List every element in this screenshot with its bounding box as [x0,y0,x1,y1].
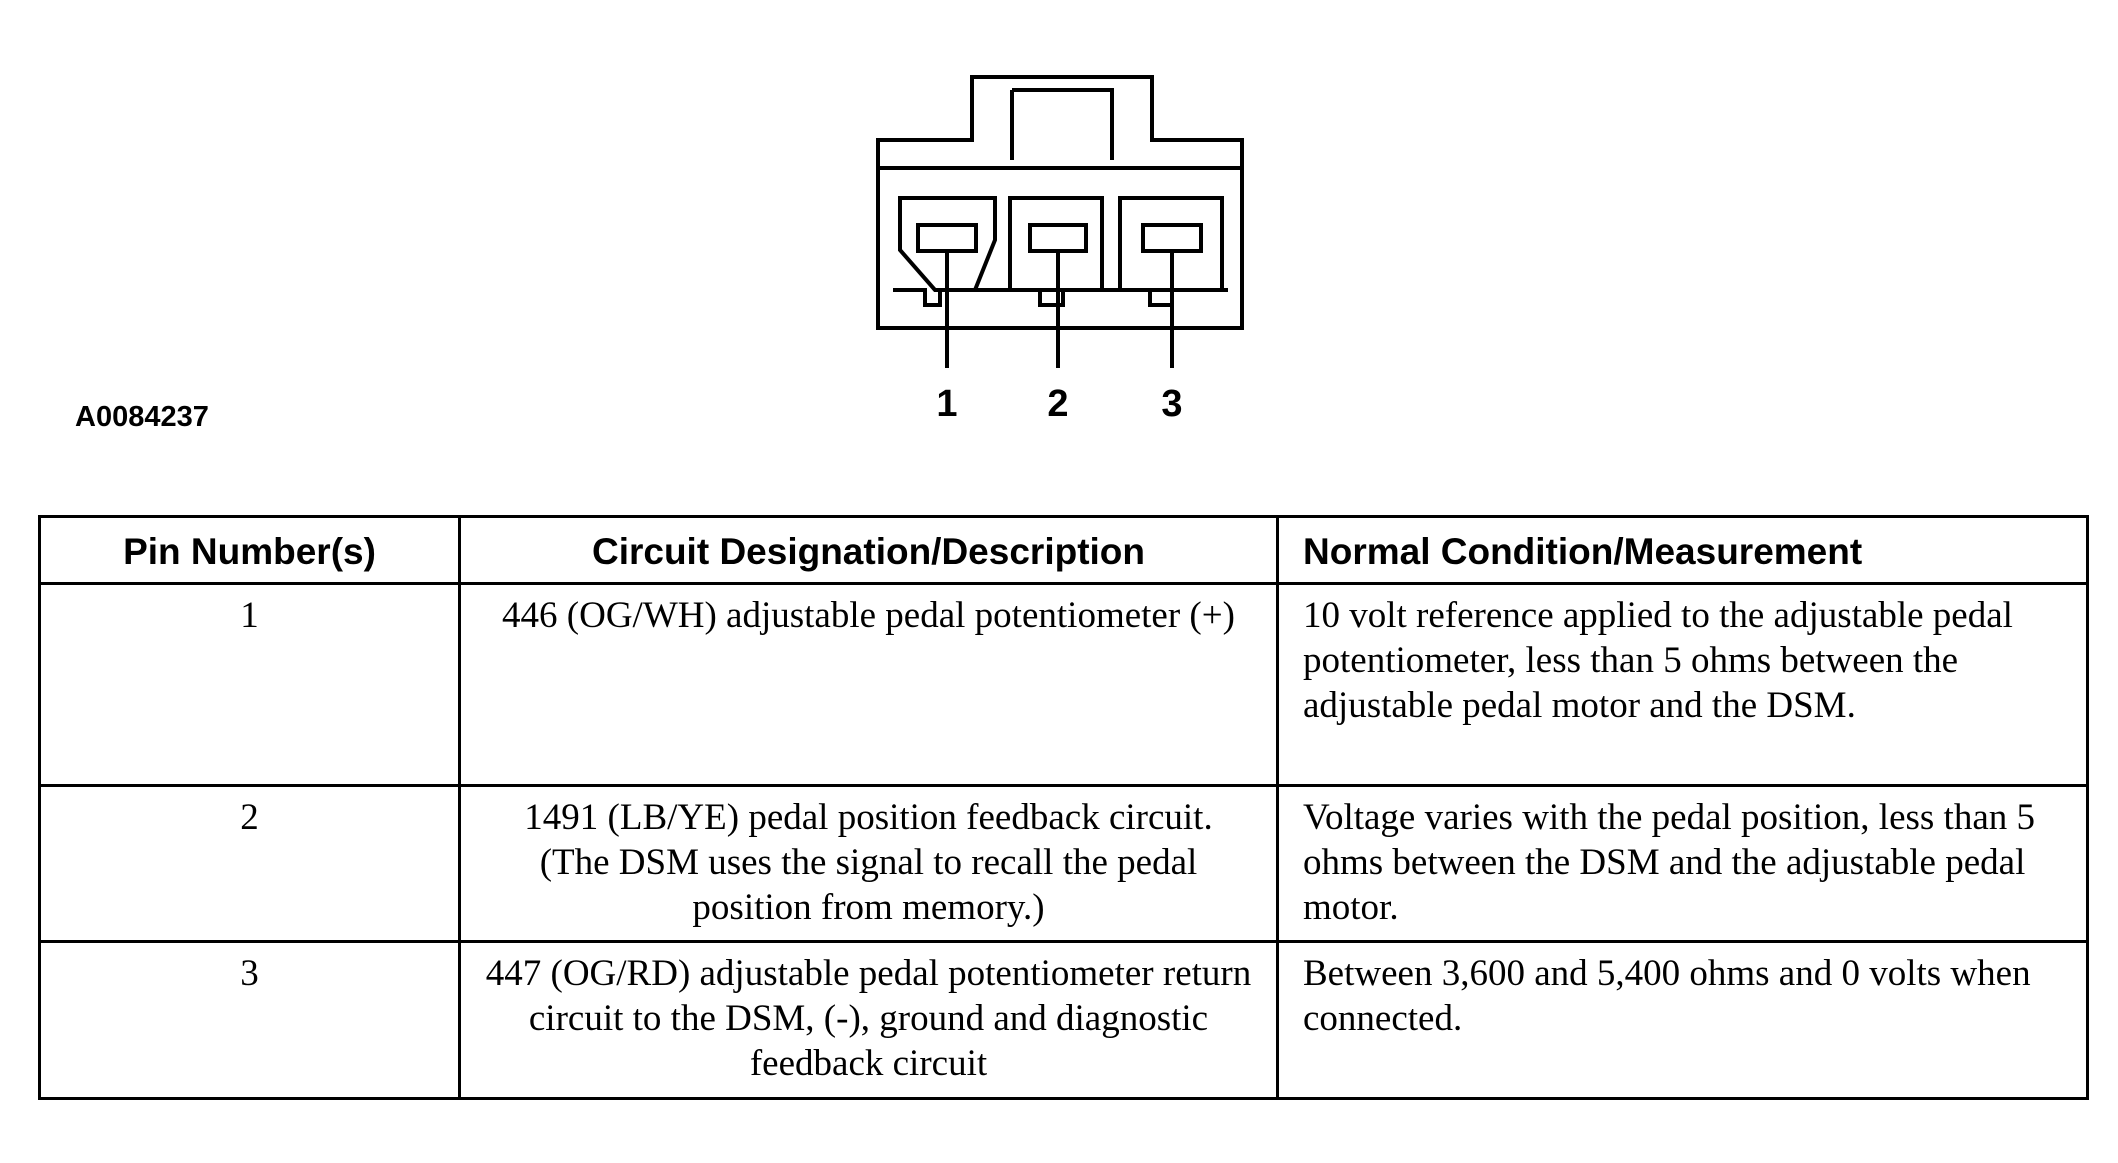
pin-label-2: 2 [1047,383,1069,425]
connector-diagram [876,75,1244,368]
pin-cavity-3 [1118,196,1224,292]
table-row: 2 1491 (LB/YE) pedal position feedback c… [38,784,2089,943]
pin-description-table: Pin Number(s) Circuit Designation/Descri… [38,515,2089,1100]
housing-lower-ledge [893,288,1228,307]
connector-housing-outline [876,75,1244,330]
header-normal-condition: Normal Condition/Measurement [1276,515,2089,585]
cell-pin-number: 3 [38,940,461,1100]
cell-normal-condition: Between 3,600 and 5,400 ohms and 0 volts… [1276,940,2089,1100]
cell-pin-number: 2 [38,784,461,943]
terminal-3-icon [1141,223,1203,253]
terminal-2-icon [1028,223,1088,253]
pin-label-3: 3 [1161,383,1183,425]
table-row: 3 447 (OG/RD) adjustable pedal potentiom… [38,940,2089,1100]
cell-circuit-description: 447 (OG/RD) adjustable pedal potentiomet… [458,940,1279,1100]
header-pin-numbers: Pin Number(s) [38,515,461,585]
table-row: 1 446 (OG/WH) adjustable pedal potentiom… [38,582,2089,787]
pin-cavity-1 [898,196,997,292]
cell-pin-number: 1 [38,582,461,787]
cell-normal-condition: Voltage varies with the pedal position, … [1276,784,2089,943]
figure-id: A0084237 [75,401,209,433]
locking-tab-icon [1012,88,1114,160]
terminal-1-icon [916,223,978,253]
pin-label-1: 1 [936,383,958,425]
cell-circuit-description: 1491 (LB/YE) pedal position feedback cir… [458,784,1279,943]
header-circuit-description: Circuit Designation/Description [458,515,1279,585]
cell-normal-condition: 10 volt reference applied to the adjusta… [1276,582,2089,787]
table-header-row: Pin Number(s) Circuit Designation/Descri… [38,515,2089,585]
cell-circuit-description: 446 (OG/WH) adjustable pedal potentiomet… [458,582,1279,787]
